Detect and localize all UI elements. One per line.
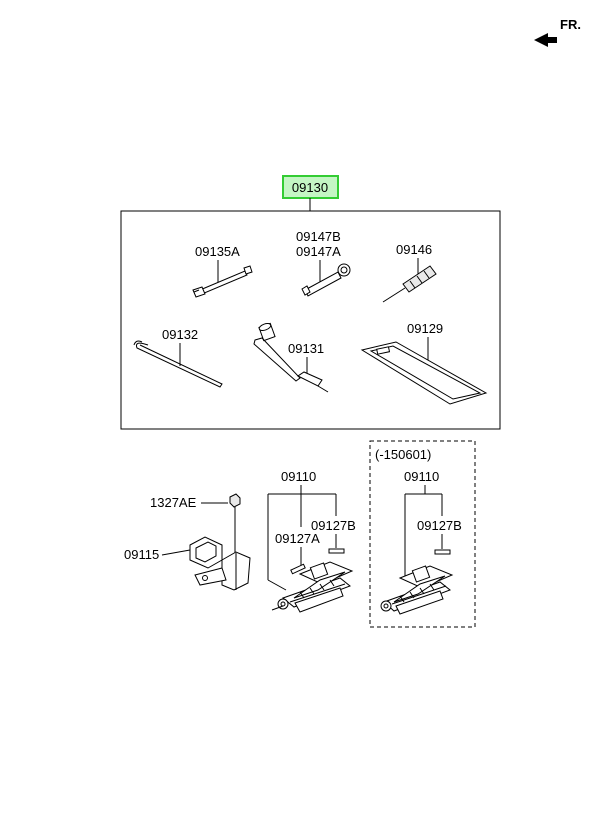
pin-a-main-part-number[interactable]: 09127A [275,531,320,546]
jack-main-callout[interactable]: 09110 [267,469,337,591]
screwdriver-part-number[interactable]: 09146 [396,242,432,257]
front-direction-indicator: FR. [534,17,581,47]
wrench-part-number[interactable]: 09135A [195,244,240,259]
jack-alt-icon [380,565,454,615]
jack-alt-callout[interactable]: 09110 [404,469,443,580]
jack-alt-part-number[interactable]: 09110 [404,469,439,484]
tool-bag-callout[interactable]: 09129 [407,321,443,362]
tool-kit-frame [120,210,501,430]
pin-b-alt-callout[interactable]: 09127B [417,518,462,555]
jack-handle-callout[interactable]: 09132 [162,327,198,366]
kit-part-number[interactable]: 09130 [292,180,328,195]
pin-b-main-callout[interactable]: 09127B [311,518,356,554]
screwdriver-icon [382,265,437,303]
tool-bag-part-number[interactable]: 09129 [407,321,443,336]
pin-a-main-callout[interactable]: 09127A [275,531,320,575]
jack-alt-range: (-150601) [375,447,431,462]
pin-b-main-part-number[interactable]: 09127B [311,518,356,533]
jack-handle-icon [133,340,223,388]
bracket-icon [189,536,251,591]
front-label: FR. [560,17,581,32]
jack-alt-frame [369,440,476,628]
lug-wrench-callout[interactable]: 09131 [288,341,324,375]
pin-b-main-icon [328,548,345,554]
lug-wrench-icon [253,322,329,393]
spanner-b-part-number[interactable]: 09147B [296,229,341,244]
kit-callout[interactable]: 09130 [282,175,339,211]
bracket-leader [161,549,191,556]
pin-a-main-icon [290,563,306,575]
front-arrow-icon [534,33,557,47]
spanner-icon [301,263,351,297]
bracket-part-number[interactable]: 09115 [124,547,159,562]
pin-b-alt-part-number[interactable]: 09127B [417,518,462,533]
bolt-callout[interactable]: 1327AE [150,495,228,510]
wrench-icon [192,265,253,298]
spanner-callout[interactable]: 09147B 09147A [296,229,341,282]
bracket-callout[interactable]: 09115 [124,547,191,562]
spanner-a-part-number[interactable]: 09147A [296,244,341,259]
pin-b-alt-icon [434,549,451,555]
jack-main-part-number[interactable]: 09110 [281,469,316,484]
wrench-callout[interactable]: 09135A [195,244,240,286]
jack-handle-part-number[interactable]: 09132 [162,327,198,342]
lug-wrench-part-number[interactable]: 09131 [288,341,324,356]
bolt-icon [229,493,241,557]
tool-bag-icon [360,341,488,405]
jack-main-icon [271,561,354,613]
screwdriver-callout[interactable]: 09146 [396,242,432,275]
bolt-part-number[interactable]: 1327AE [150,495,197,510]
